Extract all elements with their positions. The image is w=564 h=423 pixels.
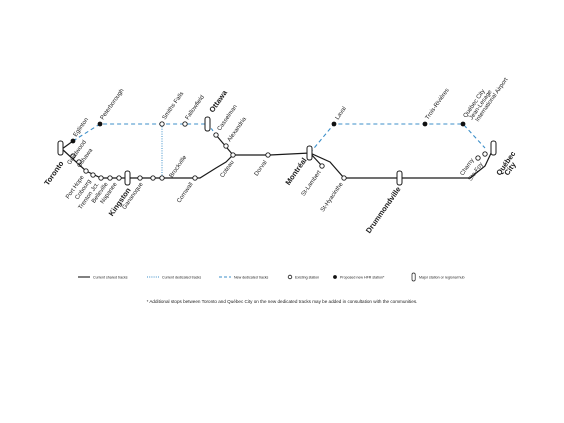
station-casselman [213, 132, 219, 138]
station-brockville [159, 175, 165, 181]
label-montreal: Montréal [283, 156, 308, 187]
station-peterborough [97, 121, 103, 127]
label-peterborough: Peterborough [100, 88, 126, 121]
legend-major-swatch [411, 272, 416, 282]
legend-shared-label: Current shared tracks [93, 275, 128, 279]
label-coteau: Coteau [220, 160, 236, 179]
station-laval [331, 121, 337, 127]
station-cornwall [192, 175, 198, 181]
station-guildwood [70, 153, 76, 159]
label-brockville: Brockville [169, 154, 189, 179]
station-st-lambert [319, 163, 325, 169]
footnote: * Additional stops between Toronto and Q… [147, 299, 418, 304]
station-trois-rivieres [422, 121, 428, 127]
station-charny [475, 155, 481, 161]
hub-quebec-city [490, 140, 497, 156]
station-eglinton [70, 138, 76, 144]
legend-proposed-swatch [333, 275, 337, 279]
legend-major-label: Major station or regional hub [419, 275, 465, 279]
new-track-montreal-quebec [309, 123, 486, 154]
station-napanee [116, 175, 122, 181]
station-cornwall-stop [150, 175, 156, 181]
label-drummondville: Drummondville [364, 185, 403, 235]
station-fallowfield [182, 121, 188, 127]
station-gananoque [137, 175, 143, 181]
station-coteau [230, 152, 236, 158]
station-alexandria [223, 143, 229, 149]
station-belleville [107, 175, 113, 181]
label-dorval: Dorval [254, 160, 269, 178]
station-dorval [265, 152, 271, 158]
legend: Current shared tracks Current dedicated … [78, 272, 465, 282]
label-smiths-falls: Smiths Falls [162, 91, 186, 121]
label-trois-rivieres: Trois-Rivières [425, 88, 451, 122]
station-trenton [98, 175, 104, 181]
hub-ottawa [204, 116, 211, 132]
legend-new-dedicated-label: New dedicated tracks [234, 275, 269, 279]
label-eglinton: Eglinton [73, 117, 90, 138]
label-st-lambert: St-Lambert [301, 169, 323, 197]
hub-drummondville [396, 170, 403, 186]
label-cornwall: Cornwall [176, 182, 194, 205]
label-toronto: Toronto [42, 159, 66, 187]
station-st-hyacinthe [341, 175, 347, 181]
station-ste-foy [482, 151, 488, 157]
station-quebec-airport [460, 121, 466, 127]
station-oshawa [76, 159, 82, 165]
label-st-hyacinthe: St-Hyacinthe [320, 181, 345, 213]
legend-proposed-label: Proposed new HFR station* [340, 275, 385, 279]
legend-existing-label: Existing station [295, 275, 319, 279]
hub-toronto [57, 140, 64, 156]
hub-montreal [306, 145, 313, 161]
station-port-hope [83, 168, 89, 174]
hub-kingston [124, 170, 131, 186]
legend-current-dedicated-label: Current dedicated tracks [162, 275, 201, 279]
label-ottawa: Ottawa [207, 88, 229, 114]
station-smiths-falls [159, 121, 165, 127]
legend-existing-swatch [287, 274, 293, 280]
new-track-toronto-ottawa [72, 123, 208, 142]
label-laval: Laval [335, 106, 348, 121]
label-fallowfield: Fallowfield [185, 94, 206, 121]
station-cobourg [90, 172, 96, 178]
